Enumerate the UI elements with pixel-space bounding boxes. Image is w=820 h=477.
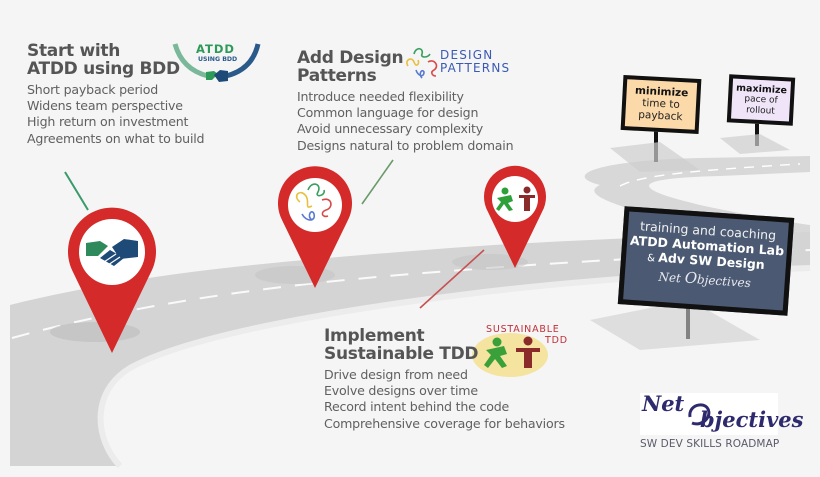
traffic-light-men-icon [496,186,535,211]
sign-text: payback [637,108,683,124]
design-patterns-badge-line2: PATTERNS [440,61,511,75]
pin-atdd[interactable] [67,207,156,353]
patterns-leader-line [361,159,394,205]
milestone-design-patterns-text: Add Design Patterns Introduce needed fle… [297,48,514,154]
design-patterns-badge-line1: DESIGN [440,48,494,62]
traffic-light-men-icon [484,336,540,368]
billboard-training: training and coaching ATDD Automation La… [617,206,795,316]
sustainable-badge-subtitle: TDD [545,335,568,346]
atdd-badge-arc-right [225,43,261,79]
sustainable-badge-title: SUSTAINABLE [486,324,560,335]
logo-net: Net [642,391,685,416]
pin-design-patterns[interactable] [278,166,352,288]
sign-maximize-rollout: maximize pace of rollout [726,74,796,126]
tdd-leader-line [419,249,485,309]
logo-swoosh-icon [688,403,711,426]
billboard-logo-net: Net [658,269,682,286]
milestone-bullet: Introduce needed flexibility [297,89,464,104]
milestone-bullet: High return on investment [27,114,189,130]
milestone-bullet: Record intent behind the code [324,399,510,415]
milestone-bullet: Designs natural to problem domain [297,137,514,153]
design-patterns-badge-title: DESIGN PATTERNS [440,49,510,75]
milestone-title: Add Design [297,48,404,68]
milestone-bullet: Evolve designs over time [324,383,478,399]
main-road [10,232,810,466]
milestone-bullet: Avoid unnecessary complexity [297,121,484,137]
milestone-sustainable-tdd-text: Implement Sustainable TDD Drive design f… [324,327,565,432]
milestone-bullet: Short payback period [27,82,159,97]
atdd-badge-title: ATDD [196,42,235,56]
milestone-title: Patterns [297,66,377,86]
milestone-title: ATDD using BDD [27,59,180,79]
colored-loops-icon [406,47,438,79]
sign-text: rollout [745,105,776,117]
milestone-bullet: Drive design from need [324,367,468,382]
milestone-title: Start with [27,41,121,61]
milestone-bullet: Comprehensive coverage for behaviors [324,415,565,431]
milestone-title: Sustainable TDD [324,344,479,364]
milestone-atdd-text: Start with ATDD using BDD Short payback … [27,41,205,147]
handshake-icon [86,239,138,266]
billboard-logo-objectives: bjectives [696,272,752,291]
atdd-leader-line [64,171,89,211]
roadmap-subtitle: SW DEV SKILLS ROADMAP [640,438,780,450]
milestone-bullet: Widens team perspective [27,98,183,114]
milestone-bullet: Common language for design [297,105,479,121]
handshake-icon [206,70,228,82]
netobjectives-logo: Net bjectives [640,391,804,435]
milestone-bullet: Agreements on what to build [27,130,205,146]
atdd-badge-arc-left [172,43,209,79]
atdd-badge-subtitle: USING BDD [198,56,238,63]
logo-objectives: bjectives [700,407,804,432]
sign-minimize-payback: minimize time to payback [620,74,702,135]
pin-sustainable-tdd[interactable] [483,165,546,268]
colored-loops-icon [295,183,332,221]
milestone-title: Implement [324,326,425,346]
